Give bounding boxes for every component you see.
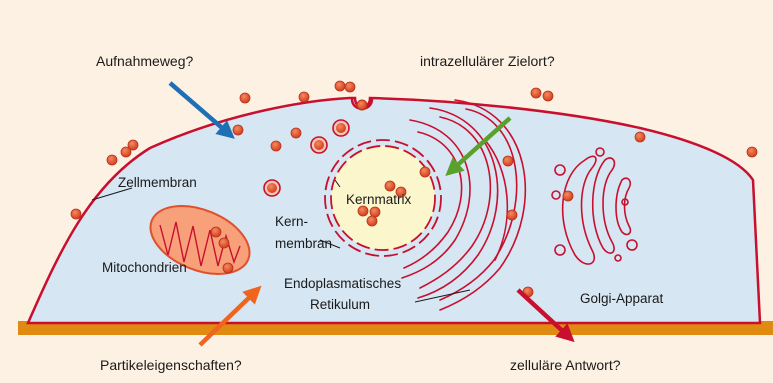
golgi-label: Golgi-Apparat	[580, 291, 664, 306]
particle	[503, 156, 513, 166]
particle	[71, 209, 81, 219]
particle	[299, 92, 309, 102]
particle	[357, 100, 367, 110]
mitochondria-label: Mitochondrien	[102, 260, 187, 275]
particle	[385, 181, 395, 191]
nuclear-membrane-label-1: Kern-	[275, 214, 308, 229]
particle	[233, 125, 243, 135]
particle	[128, 140, 138, 150]
particle	[543, 91, 553, 101]
particle	[240, 93, 250, 103]
particle	[635, 132, 645, 142]
particle	[211, 227, 221, 237]
particle	[507, 210, 517, 220]
particle	[223, 263, 233, 273]
nuclear-membrane-label-2: membran	[275, 236, 332, 251]
particle	[291, 128, 301, 138]
uptake-question: Aufnahmeweg?	[96, 53, 194, 69]
particle	[107, 155, 117, 165]
nuclear-matrix-label: Kernmatrix	[346, 192, 412, 207]
particle	[358, 206, 368, 216]
particle	[531, 88, 541, 98]
particle	[219, 238, 229, 248]
blue-arrow	[170, 83, 228, 133]
particle	[345, 82, 355, 92]
er-label-2: Retikulum	[310, 297, 370, 312]
er-label-1: Endoplasmatisches	[284, 276, 401, 291]
particle	[747, 147, 757, 157]
particle	[335, 81, 345, 91]
particle	[370, 207, 380, 217]
target-question: intrazellulärer Zielort?	[420, 53, 555, 69]
particle	[563, 191, 573, 201]
particle	[271, 141, 281, 151]
particle	[420, 167, 430, 177]
particle	[367, 216, 377, 226]
cell-membrane-label: Zellmembran	[118, 175, 197, 190]
particle-question: Partikeleigenschaften?	[100, 357, 242, 373]
response-question: zelluläre Antwort?	[510, 357, 621, 373]
